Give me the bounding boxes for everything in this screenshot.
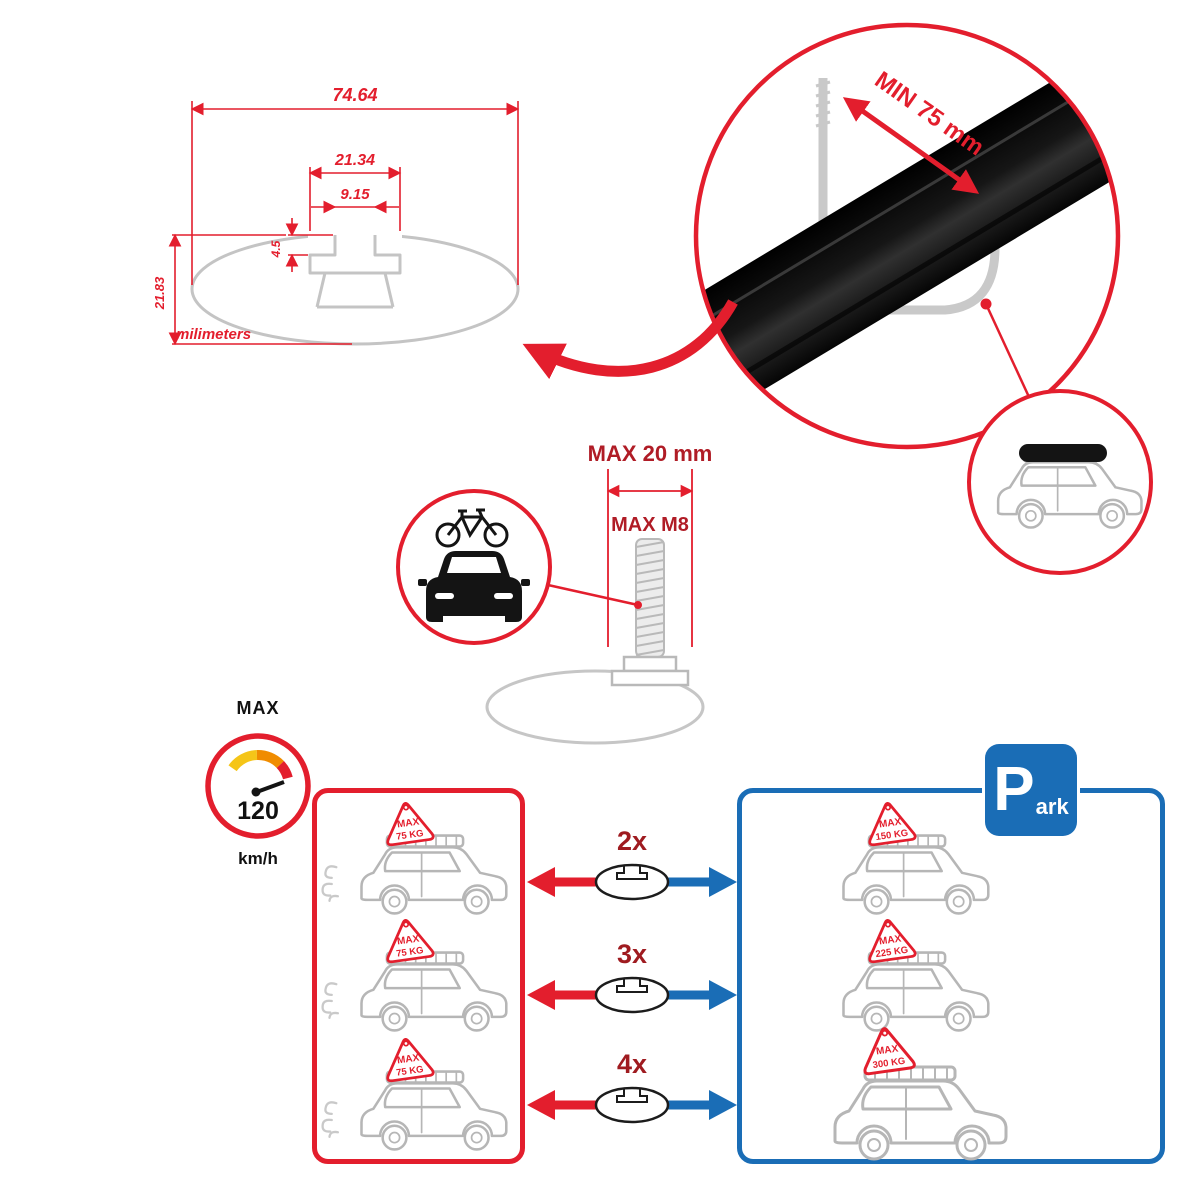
speed-limit-badge: MAX 120 km/h — [205, 698, 311, 868]
tag-max: MAX — [878, 816, 902, 830]
bar-cross-section-icon — [594, 863, 670, 901]
car-roofbox-circle — [967, 389, 1153, 575]
tag-weight: 75 KG — [396, 1064, 425, 1079]
double-arrow — [527, 976, 737, 1014]
bar-cross-section-icon — [594, 1086, 670, 1124]
dimension-lines — [168, 101, 520, 346]
parked-load-box: MAX 150 KG MAX 225 KG MAX 300 KG — [737, 788, 1165, 1164]
exhaust-smoke-icon — [321, 1101, 340, 1139]
suv-car-icon — [842, 834, 990, 915]
bar-cross-section-icon — [594, 976, 670, 1014]
park-sign-rest: ark — [1035, 794, 1069, 819]
bolt-spec-diagram: MAX 20 mm MAX M8 — [485, 441, 713, 745]
car-with-load: MAX 300 KG — [833, 1025, 1008, 1161]
bicycle-icon — [435, 508, 509, 548]
multiplier-row: 3x — [527, 939, 737, 1014]
bar-count-label: 2x — [617, 826, 647, 856]
double-arrow — [527, 1086, 737, 1124]
car-front-icon — [418, 551, 530, 622]
load-tag: MAX 225 KG — [863, 917, 917, 964]
tag-weight: 75 KG — [396, 945, 425, 960]
load-tag: MAX 150 KG — [863, 800, 917, 847]
park-sign-letter: P — [993, 755, 1035, 824]
double-arrow — [527, 863, 737, 901]
load-tag: MAX 300 KG — [857, 1025, 917, 1076]
bar-count-label: 4x — [617, 1049, 647, 1079]
dim-total-width: 74.64 — [332, 85, 377, 105]
load-tag: MAX 75 KG — [381, 1036, 435, 1083]
tag-weight: 225 KG — [875, 945, 909, 960]
speed-value: 120 — [237, 797, 279, 825]
suv-car-icon — [360, 951, 508, 1032]
tag-weight: 150 KG — [875, 828, 909, 843]
driving-load-box: MAX 75 KG MAX 75 KG MAX 75 KG — [312, 788, 525, 1164]
bolt-pointer-dot — [634, 601, 642, 609]
detail-circle-outline — [693, 22, 1121, 450]
suv-car-icon — [360, 1070, 508, 1151]
suv-car-icon — [360, 834, 508, 915]
units-label: milimeters — [176, 326, 251, 343]
car-with-load: MAX 225 KG — [842, 917, 990, 1032]
tag-max: MAX — [396, 816, 420, 830]
exhaust-smoke-icon — [321, 982, 340, 1020]
bolt-dimension-lines — [606, 469, 694, 647]
load-tag: MAX 75 KG — [381, 800, 435, 847]
speed-max-label: MAX — [237, 698, 280, 718]
gauge-pivot — [251, 787, 261, 797]
dim-height: 21.83 — [152, 276, 167, 310]
dim-lip-depth: 4.5 — [269, 240, 283, 258]
tag-max: MAX — [396, 1052, 420, 1066]
gauge-arcs — [228, 750, 293, 780]
multiplier-row: 4x — [527, 1049, 737, 1124]
bolt-pointer-line — [547, 583, 639, 607]
bar-cross-section-ghost — [485, 669, 705, 745]
threaded-bolt-icon — [610, 538, 690, 687]
bike-car-circle — [396, 489, 552, 645]
tag-max: MAX — [878, 933, 902, 947]
curved-arrow — [522, 299, 738, 380]
park-sign: P ark — [985, 744, 1077, 836]
suv-car-icon — [833, 1065, 1008, 1161]
profile-dimension-drawing: 74.64 21.34 9.15 4.5 21.83 milimeters — [152, 85, 520, 346]
tag-weight: 300 KG — [872, 1056, 906, 1071]
multiplier-row: 2x — [527, 826, 737, 901]
dim-slot-opening: 9.15 — [340, 186, 370, 203]
exhaust-smoke-icon — [321, 865, 340, 903]
roof-box-icon — [1019, 444, 1107, 462]
load-tag: MAX 75 KG — [381, 917, 435, 964]
bolt-max-thread-label: MAX M8 — [611, 514, 689, 536]
pointer-line — [984, 303, 1037, 411]
car-with-load: MAX 75 KG — [321, 800, 508, 915]
tag-max: MAX — [875, 1043, 899, 1057]
speed-unit: km/h — [238, 849, 278, 868]
crossbar-detail-circle: MIN 75 mm — [693, 22, 1121, 450]
tag-weight: 75 KG — [396, 828, 425, 843]
bolt-max-length-label: MAX 20 mm — [588, 441, 713, 466]
bar-count-label: 3x — [617, 939, 647, 969]
car-with-load: MAX 75 KG — [321, 1036, 508, 1151]
car-with-load: MAX 150 KG — [842, 800, 990, 915]
tag-max: MAX — [396, 933, 420, 947]
suv-car-icon — [842, 951, 990, 1032]
min-width-arrow — [842, 97, 980, 194]
dim-slot-outer: 21.34 — [334, 152, 375, 169]
car-with-load: MAX 75 KG — [321, 917, 508, 1032]
